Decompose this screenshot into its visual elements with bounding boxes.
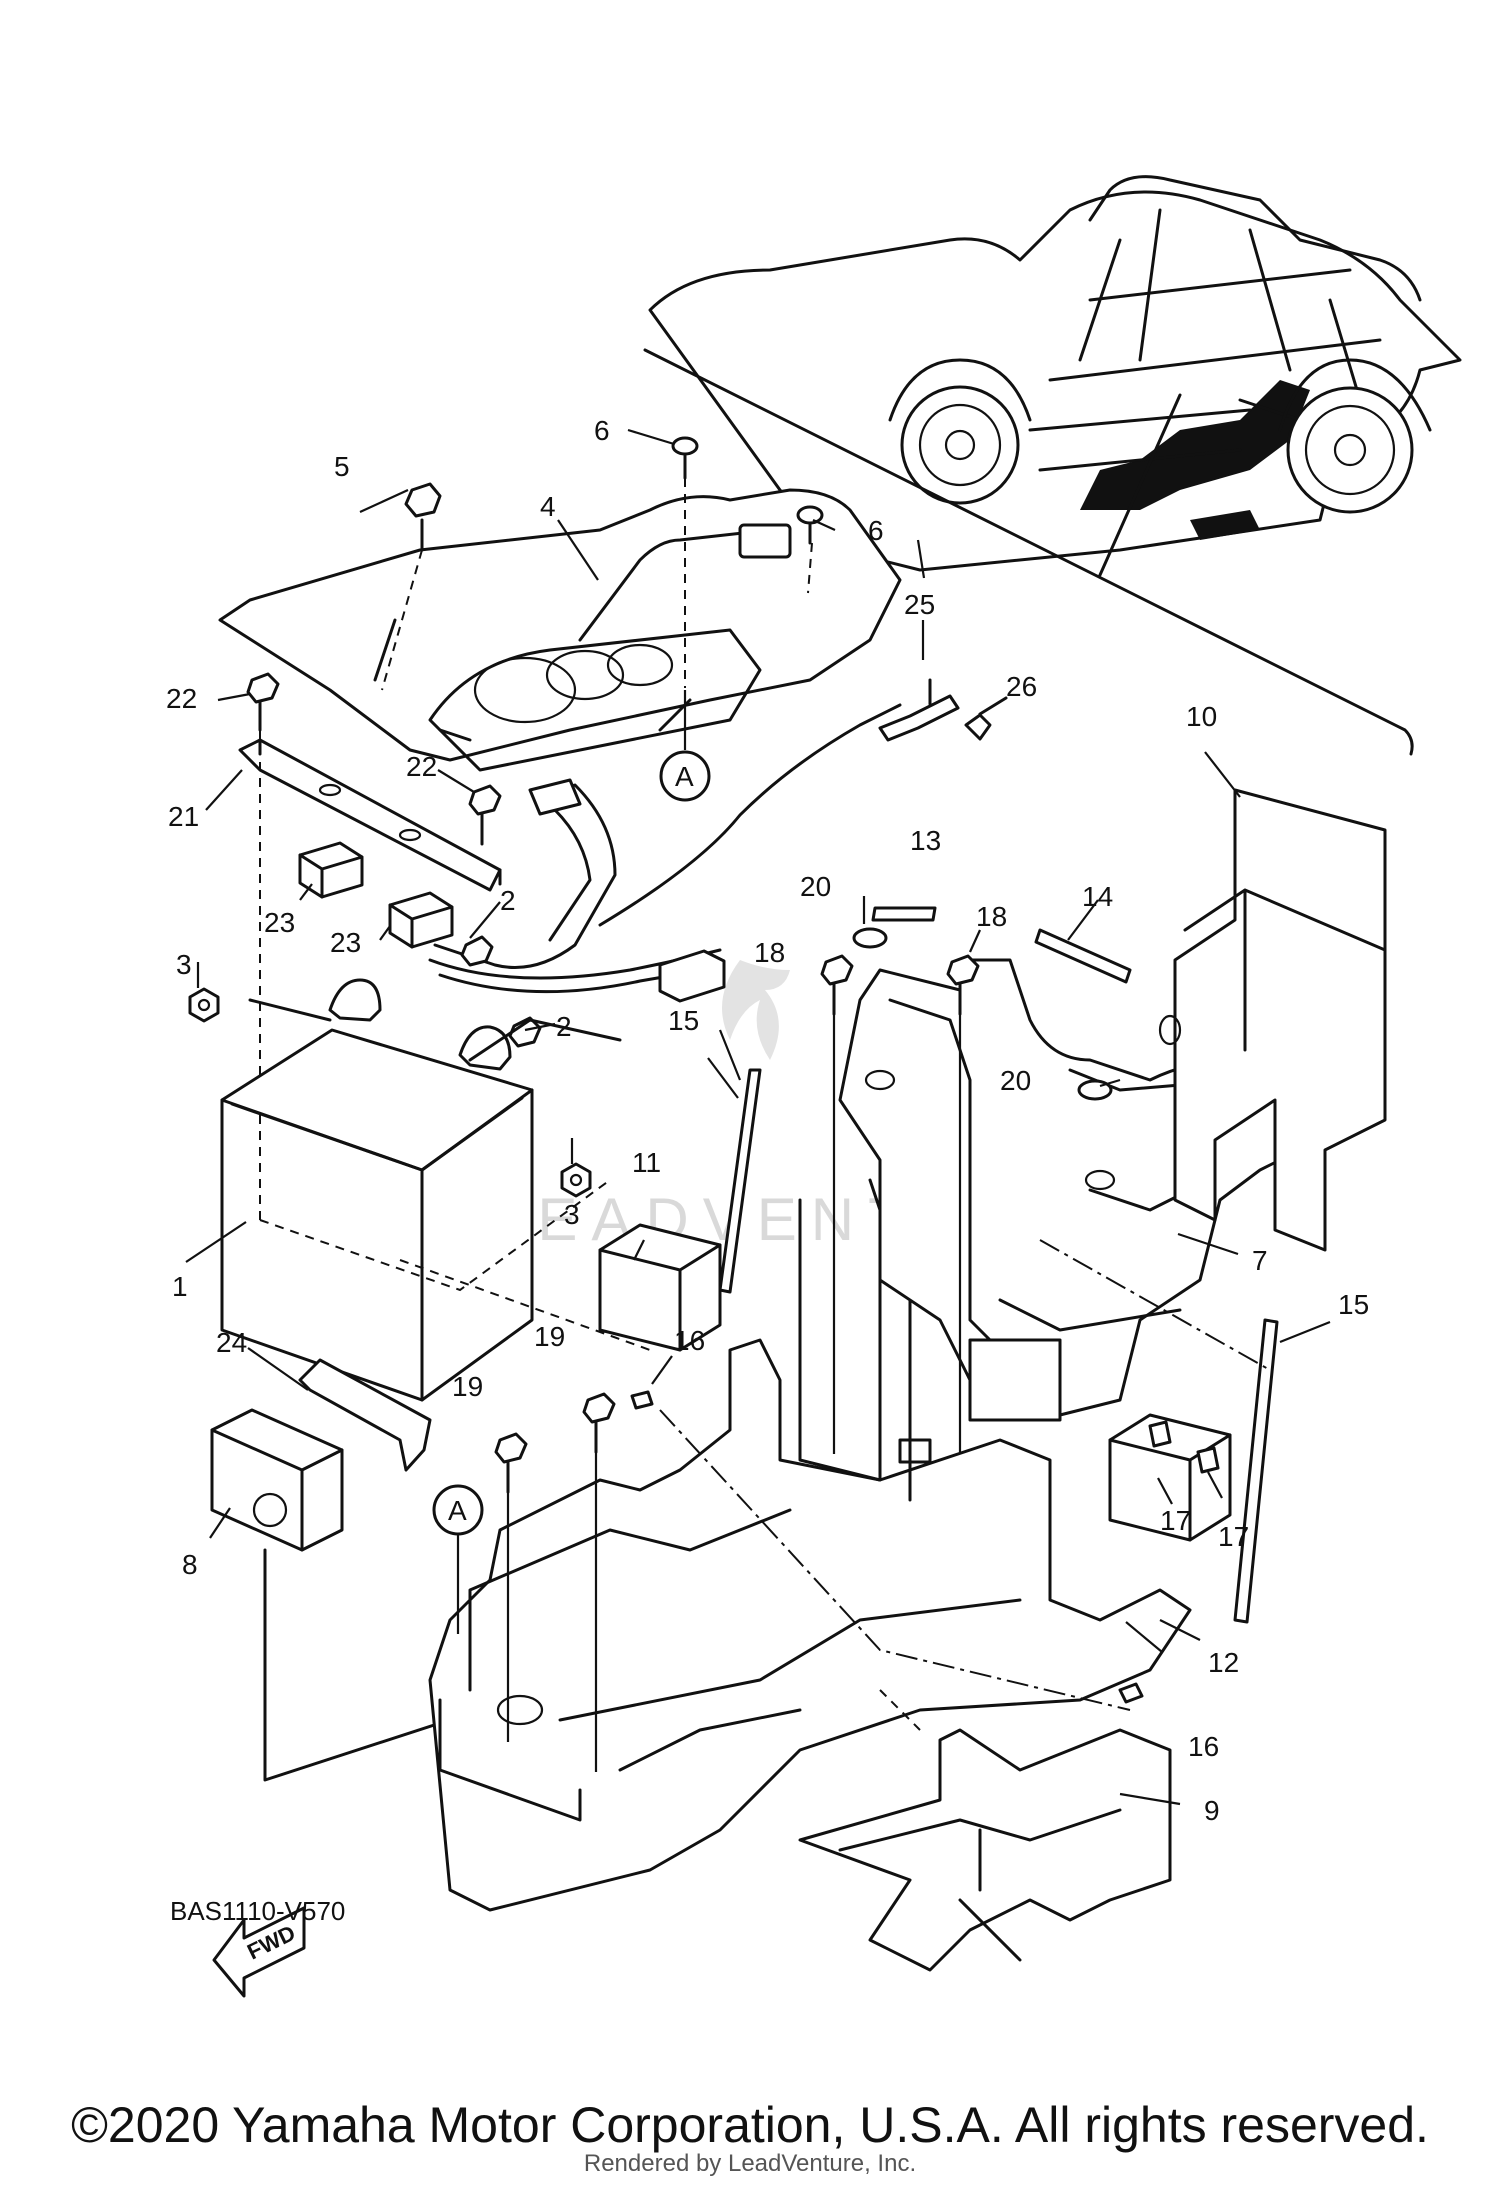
- part-15-rod-left: [718, 1068, 762, 1294]
- callout-11: 11: [632, 1147, 661, 1178]
- wire-harness: [428, 678, 960, 1003]
- callout-5: 5: [334, 451, 350, 482]
- callout-19-left: 19: [452, 1371, 483, 1402]
- inset-leader-line: [1098, 393, 1182, 577]
- part-23-block-b: [388, 891, 454, 949]
- callout-24: 24: [216, 1327, 247, 1358]
- part-4-cover-panel: [218, 488, 902, 772]
- callout-17-right: 17: [1218, 1521, 1249, 1552]
- callout-18-right: 18: [976, 901, 1007, 932]
- marker-a-bottom-label: A: [448, 1495, 467, 1526]
- part-8-block: [210, 1408, 344, 1552]
- part-3-nut-left: [188, 987, 220, 1023]
- callout-1: 1: [172, 1271, 188, 1302]
- vehicle-inset-illustration: [648, 175, 1462, 572]
- callout-18-left: 18: [754, 937, 785, 968]
- callout-14: 14: [1082, 881, 1113, 912]
- part-3-nut-right: [560, 1162, 592, 1198]
- part-6-screw-left: [671, 436, 699, 688]
- callout-20-top: 20: [800, 871, 831, 902]
- callout-4: 4: [540, 491, 556, 522]
- callout-9: 9: [1204, 1795, 1220, 1826]
- callout-6-right: 6: [868, 515, 884, 546]
- callout-leaders: [185, 428, 1331, 1806]
- part-19-bolt-left: [494, 1432, 528, 1742]
- callout-16-bottom: 16: [1188, 1731, 1219, 1762]
- centerline-b: [1039, 1239, 1271, 1371]
- callout-13: 13: [910, 825, 941, 856]
- reference-marker-a-top: A: [659, 690, 711, 802]
- callout-3-right: 3: [564, 1199, 580, 1230]
- part-23-block-a: [298, 841, 364, 899]
- callout-16-top: 16: [674, 1325, 705, 1356]
- part-2-screw-lower: [508, 1016, 542, 1048]
- callout-21: 21: [168, 801, 199, 832]
- callout-26: 26: [1006, 671, 1037, 702]
- callout-2-upper: 2: [500, 885, 516, 916]
- part-17-clip-right: [1196, 1446, 1220, 1474]
- callout-2-lower: 2: [556, 1011, 572, 1042]
- callout-10: 10: [1186, 701, 1217, 732]
- callout-8: 8: [182, 1549, 198, 1580]
- part-14-strip: [1034, 928, 1132, 984]
- callout-6-left: 6: [594, 415, 610, 446]
- callout-22-top: 22: [166, 683, 197, 714]
- part-18-bolt-right: [946, 954, 980, 1454]
- battery-dash-leader: [399, 1259, 651, 1351]
- part-18-bolt-left: [820, 954, 854, 1454]
- part-20-washer-top: [852, 927, 888, 949]
- callout-22-mid: 22: [406, 751, 437, 782]
- centerline-a: [659, 1409, 1131, 1711]
- callout-numbers: 1 2 2 3 3 4 5 6 6 7 8 9 10 11 12 13 14 1…: [166, 415, 1369, 1826]
- callout-12: 12: [1208, 1647, 1239, 1678]
- callout-17-left: 17: [1160, 1505, 1191, 1536]
- marker-a-label: A: [675, 761, 694, 792]
- main-battery-tray: [428, 1178, 1192, 1912]
- part-21-bracket: [238, 738, 502, 892]
- callout-3-left: 3: [176, 949, 192, 980]
- callout-25: 25: [904, 589, 935, 620]
- part-24-strap: [298, 1358, 432, 1472]
- part-1-battery: [220, 978, 622, 1402]
- part-26-screw: [964, 696, 1008, 741]
- part-12-cover: [1108, 1413, 1232, 1542]
- callout-20-right: 20: [1000, 1065, 1031, 1096]
- rendered-by-credit: Rendered by LeadVenture, Inc.: [583, 2150, 917, 2177]
- part-6-screw-right: [796, 505, 824, 594]
- part-16-clip-bottom: [1118, 1682, 1144, 1704]
- part-16-clip-top: [630, 1390, 654, 1410]
- part-13-strip: [871, 906, 937, 922]
- part-11-cover: [598, 1223, 722, 1352]
- callout-15-right: 15: [1338, 1289, 1369, 1320]
- callout-15-left: 15: [668, 1005, 699, 1036]
- section-outline: [643, 348, 1414, 756]
- part-15-rod-right: [1233, 1318, 1279, 1624]
- part-22-bolt-mid: [468, 784, 502, 846]
- part-5-bolt: [381, 482, 442, 691]
- part-10-cover: [1158, 788, 1387, 1252]
- part-19-bolt-right: [582, 1392, 616, 1772]
- part-17-clip-left: [1148, 1420, 1172, 1448]
- callout-23-left: 23: [264, 907, 295, 938]
- callout-19-right: 19: [534, 1321, 565, 1352]
- part-9-bottom-plate: [798, 1689, 1172, 1972]
- copyright-notice: ©2020 Yamaha Motor Corporation, U.S.A. A…: [71, 2097, 1429, 2153]
- part-2-screw-upper: [460, 935, 494, 967]
- callout-7: 7: [1252, 1245, 1268, 1276]
- reference-marker-a-bottom: A: [432, 1484, 484, 1634]
- diagram-code: BAS1110-V570: [170, 1896, 345, 1926]
- part-22-bolt-top: [246, 672, 280, 732]
- callout-23-right: 23: [330, 927, 361, 958]
